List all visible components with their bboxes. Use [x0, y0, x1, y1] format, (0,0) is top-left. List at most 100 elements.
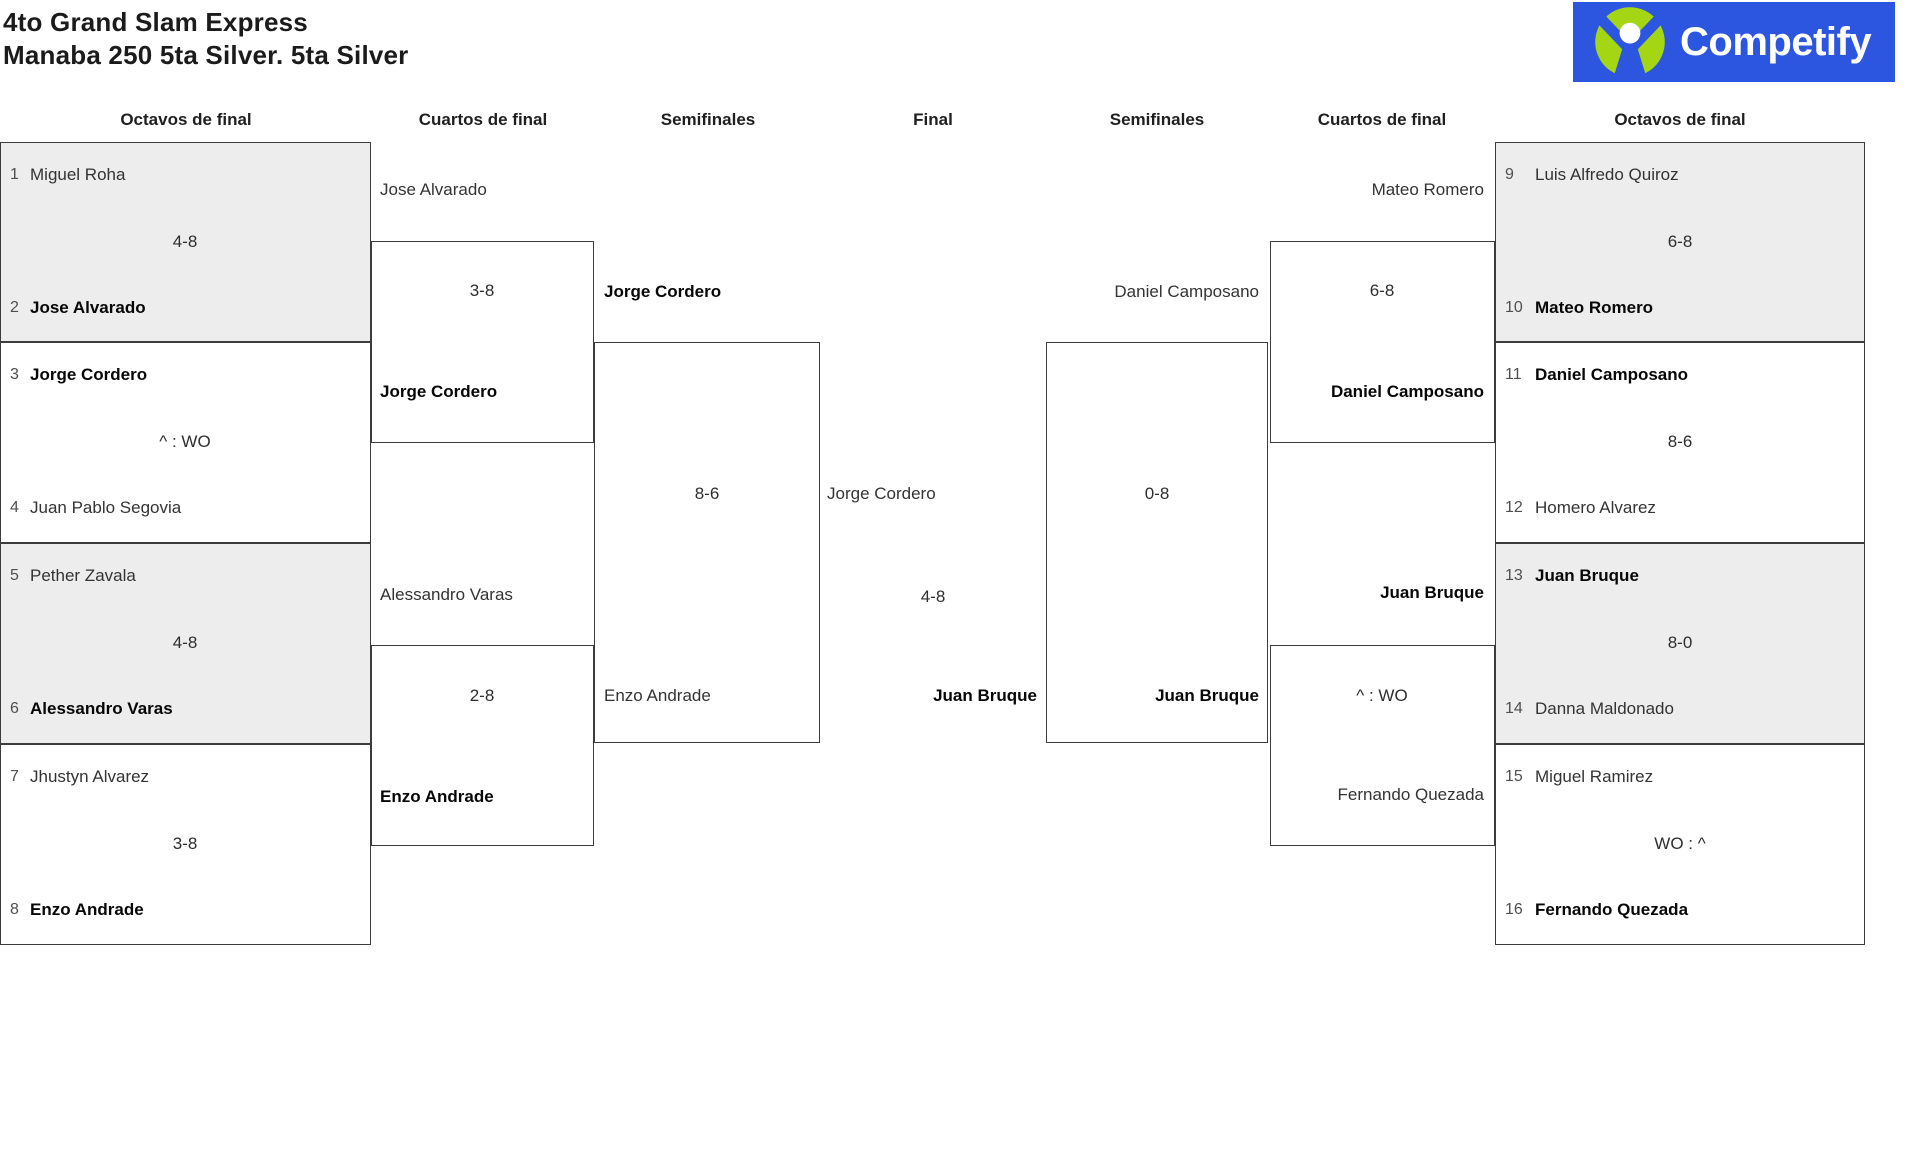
player-row: 3 Jorge Cordero: [10, 365, 147, 385]
match-score: 6-8: [1667, 232, 1693, 251]
player-name: Fernando Quezada: [1337, 785, 1485, 804]
match-score: 8-0: [1667, 633, 1693, 652]
match-box-semi-right: [1046, 342, 1268, 743]
seed-number: 16: [1505, 901, 1523, 918]
seed-number: 4: [10, 499, 19, 516]
player-name: Alessandro Varas: [380, 585, 513, 604]
match-score: ^ : WO: [159, 432, 211, 451]
round-header-octavos-right: Octavos de final: [1614, 110, 1746, 129]
round-header-cuartos-left: Cuartos de final: [418, 110, 548, 129]
player-row: 4 Juan Pablo Segovia: [10, 498, 181, 518]
seed-number: 9: [1505, 166, 1514, 183]
match-box-octavos-2: [0, 342, 371, 543]
player-row: 15 Miguel Ramirez: [1505, 767, 1653, 787]
match-box-octavos-7: [1495, 543, 1865, 744]
match-box-cuartos-left-1: [371, 241, 594, 443]
logo-wordmark: Competify: [1680, 19, 1872, 64]
player-name: Luis Alfredo Quiroz: [1535, 165, 1679, 184]
match-score: 0-8: [1144, 484, 1170, 503]
player-name: Enzo Andrade: [380, 787, 494, 806]
player-row: 16 Fernando Quezada: [1505, 900, 1688, 920]
player-name: Miguel Ramirez: [1535, 767, 1654, 786]
player-name: Jorge Cordero: [827, 484, 936, 503]
round-header-octavos-left: Octavos de final: [120, 110, 252, 129]
match-box-octavos-5: [1495, 142, 1865, 342]
round-header-semis-right: Semifinales: [1109, 110, 1205, 129]
player-name: Enzo Andrade: [30, 900, 144, 919]
seed-number: 14: [1505, 700, 1523, 717]
player-row: 8 Enzo Andrade: [10, 900, 144, 920]
competify-logo[interactable]: Competify: [1573, 2, 1895, 82]
player-name: Pether Zavala: [30, 566, 136, 585]
match-score: ^ : WO: [1356, 686, 1408, 705]
match-box-octavos-1: [0, 142, 371, 342]
match-score: 4-8: [172, 633, 198, 652]
player-name: Jorge Cordero: [604, 282, 722, 301]
player-row: 11 Daniel Camposano: [1505, 365, 1688, 385]
player-name: Alessandro Varas: [30, 699, 173, 718]
player-name: Juan Bruque: [1535, 566, 1639, 585]
player-name: Juan Bruque: [1155, 686, 1259, 705]
seed-number: 3: [10, 366, 19, 383]
match-score: WO : ^: [1654, 834, 1706, 853]
player-name: Homero Alvarez: [1535, 498, 1656, 517]
seed-number: 11: [1505, 366, 1522, 383]
player-name: Jorge Cordero: [380, 382, 498, 401]
player-name: Mateo Romero: [1371, 180, 1484, 199]
player-name: Jhustyn Alvarez: [30, 767, 150, 786]
player-name: Jose Alvarado: [380, 180, 487, 199]
tournament-name: 4to Grand Slam Express: [3, 7, 308, 37]
player-row: 13 Juan Bruque: [1505, 566, 1639, 586]
player-row: 1 Miguel Roha: [10, 165, 125, 185]
seed-number: 2: [10, 299, 19, 316]
match-box-cuartos-right-2: [1270, 645, 1495, 846]
player-name: Enzo Andrade: [604, 686, 711, 705]
seed-number: 7: [10, 768, 19, 785]
match-score: 4-8: [920, 587, 946, 606]
match-box-cuartos-right-1: [1270, 241, 1495, 443]
match-score: 3-8: [172, 834, 198, 853]
seed-number: 15: [1505, 768, 1523, 785]
match-box-semi-left: [594, 342, 820, 743]
player-name: Juan Bruque: [933, 686, 1037, 705]
seed-number: 13: [1505, 567, 1523, 584]
round-header-semis-left: Semifinales: [660, 110, 756, 129]
seed-number: 8: [10, 901, 19, 918]
match-score: 8-6: [694, 484, 720, 503]
seed-number: 5: [10, 567, 19, 584]
player-name: Juan Pablo Segovia: [30, 498, 182, 517]
player-row: 14 Danna Maldonado: [1505, 699, 1674, 719]
player-row: 2 Jose Alvarado: [10, 298, 146, 318]
match-box-octavos-6: [1495, 342, 1865, 543]
player-name: Miguel Roha: [30, 165, 126, 184]
player-name: Danna Maldonado: [1535, 699, 1674, 718]
tournament-category: Manaba 250 5ta Silver. 5ta Silver: [3, 40, 409, 70]
seed-number: 12: [1505, 499, 1523, 516]
player-name: Fernando Quezada: [1535, 900, 1689, 919]
match-score: 6-8: [1369, 281, 1395, 300]
player-name: Daniel Camposano: [1535, 365, 1689, 384]
seed-number: 1: [10, 166, 19, 183]
round-header-cuartos-right: Cuartos de final: [1317, 110, 1447, 129]
player-name: Jorge Cordero: [30, 365, 148, 384]
match-box-octavos-3: [0, 543, 371, 744]
player-name: Jose Alvarado: [30, 298, 146, 317]
seed-number: 10: [1505, 299, 1523, 316]
match-score: 8-6: [1667, 432, 1693, 451]
person-arms-up-circle-icon: [1594, 7, 1666, 79]
match-score: 2-8: [469, 686, 495, 705]
player-row: 7 Jhustyn Alvarez: [10, 767, 149, 787]
player-name: Juan Bruque: [1380, 583, 1484, 602]
match-box-cuartos-left-2: [371, 645, 594, 846]
match-box-octavos-8: [1495, 744, 1865, 945]
match-score: 3-8: [469, 281, 495, 300]
player-row: 9 Luis Alfredo Quiroz: [1505, 165, 1679, 185]
player-name: Daniel Camposano: [1330, 382, 1484, 401]
player-row: 5 Pether Zavala: [10, 566, 136, 586]
round-header-final: Final: [913, 110, 953, 129]
match-box-octavos-4: [0, 744, 371, 945]
